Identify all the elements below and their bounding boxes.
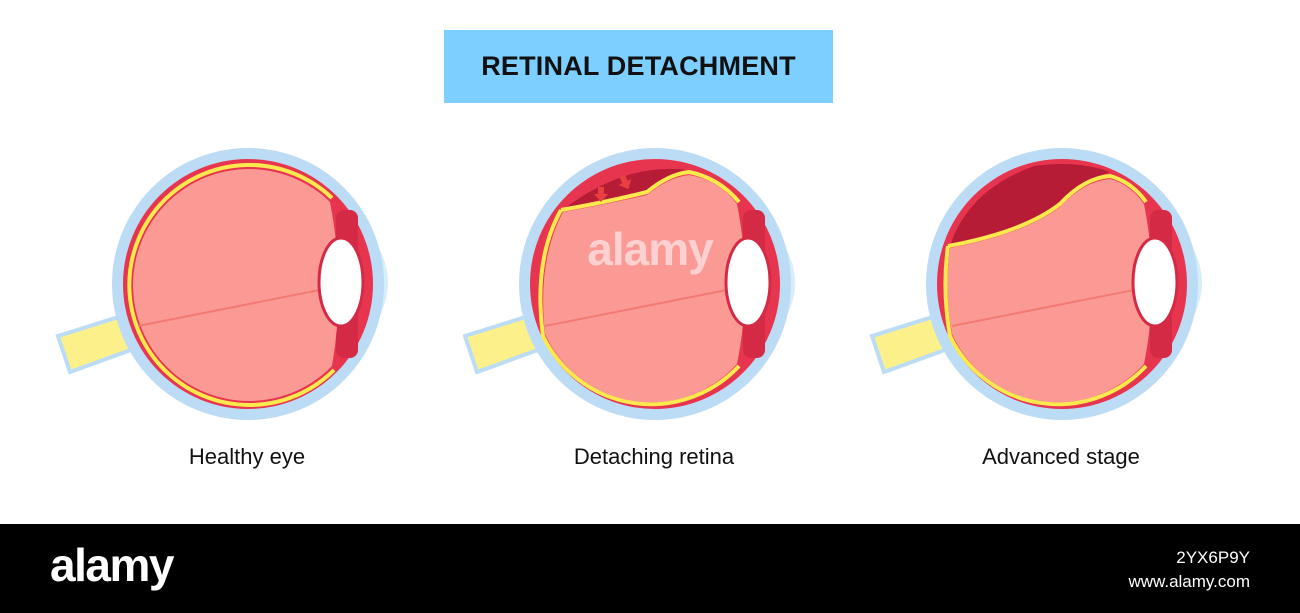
detaching-retina-diagram	[462, 148, 795, 420]
diagram-title: RETINAL DETACHMENT	[481, 51, 796, 81]
subretinal-fluid	[950, 164, 1110, 246]
vitreous-body	[543, 175, 745, 403]
caption-detaching-retina: Detaching retina	[573, 444, 735, 469]
caption-healthy-eye: Healthy eye	[188, 444, 306, 469]
lens	[317, 236, 365, 328]
visual-axis	[544, 285, 748, 327]
visual-axis	[951, 285, 1155, 327]
footer-bar: alamy 2YX6P9Y www.alamy.com	[0, 524, 1300, 613]
vitreous-body	[947, 179, 1152, 403]
visual-axis	[137, 285, 341, 327]
footer-url: www.alamy.com	[1128, 572, 1250, 591]
retina	[127, 162, 336, 407]
footer-image-id: 2YX6P9Y	[1176, 548, 1250, 567]
healthy-eye-diagram	[55, 148, 388, 420]
lens	[724, 236, 772, 328]
lens	[1131, 236, 1179, 328]
arrow-down-icon	[594, 187, 608, 202]
caption-advanced-stage: Advanced stage	[982, 444, 1140, 469]
footer-logo: alamy	[50, 539, 174, 591]
advanced-stage-diagram	[869, 148, 1202, 420]
watermark: alamy	[587, 223, 713, 275]
footer-image-info: 2YX6P9Y www.alamy.com	[1128, 546, 1250, 594]
vitreous-body	[133, 169, 339, 401]
title-banner: RETINAL DETACHMENT	[444, 30, 833, 103]
retina	[943, 173, 1148, 407]
arrow-down-icon	[618, 174, 632, 190]
retina	[538, 169, 741, 407]
subretinal-fluid	[565, 168, 687, 208]
